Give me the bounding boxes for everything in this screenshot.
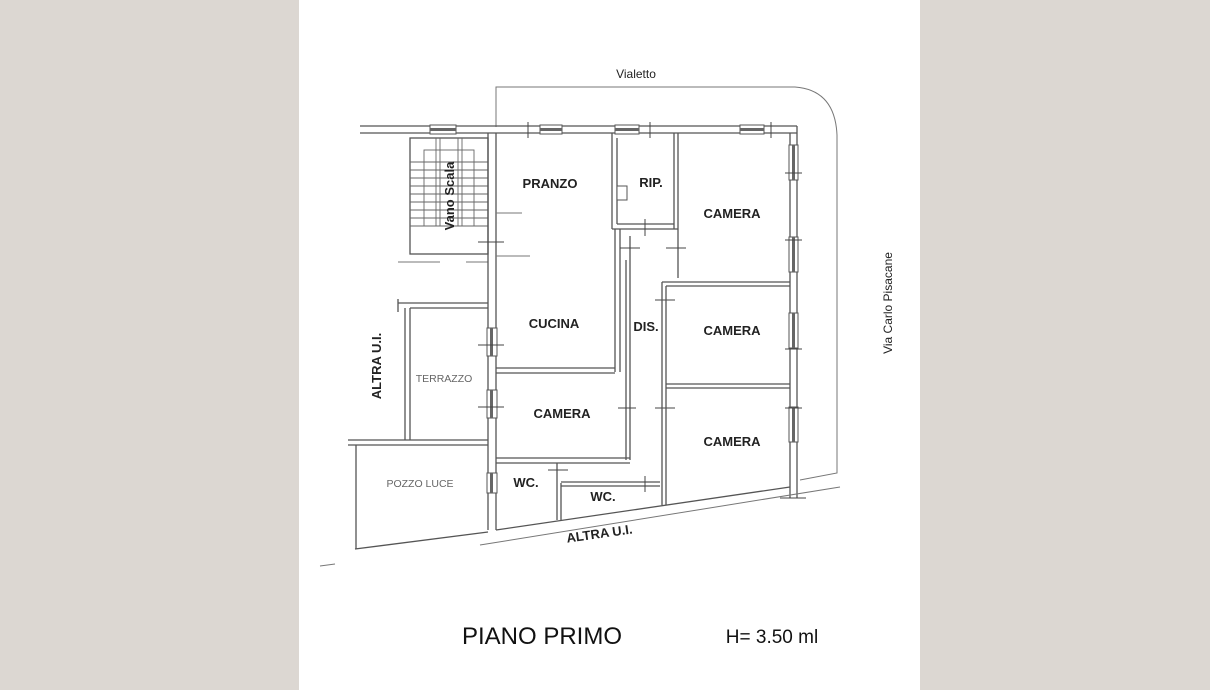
rip-room [611,133,679,278]
vialetto-boundary [495,86,838,481]
room-label-camera-1: CAMERA [703,206,761,221]
room-label-wc-2: WC. [590,489,615,504]
top-wall [360,125,797,134]
bottom-walls [319,486,841,567]
street-label-top: Vialetto [616,67,656,81]
floor-title: PIANO PRIMO [462,623,622,650]
terrazzo-pozzo-walls [348,299,488,549]
room-label-terrazzo: TERRAZZO [416,373,473,385]
wc-walls [548,463,660,520]
right-windows [785,144,802,443]
top-windows [429,122,772,138]
left-interior-wall [478,133,530,530]
room-label-camera-3: CAMERA [533,406,591,421]
room-label-rip: RIP. [639,175,663,190]
camera-left-walls [496,367,630,464]
street-label-right: Via Carlo Pisacane [881,252,895,354]
room-label-pozzo-luce: POZZO LUCE [386,478,453,490]
neighbor-label-bottom: ALTRA U.I. [565,521,633,545]
right-room-walls [661,281,790,505]
room-label-camera-2: CAMERA [703,323,761,338]
room-label-wc-1: WC. [513,475,538,490]
room-label-pranzo: PRANZO [523,176,578,191]
room-label-cucina: CUCINA [529,316,580,331]
room-label-camera-4: CAMERA [703,434,761,449]
corridor-walls [614,229,686,460]
room-label-dis: DIS. [633,319,658,334]
ceiling-height-note: H= 3.50 ml [726,627,818,648]
neighbor-label-left: ALTRA U.I. [369,333,384,399]
room-label-stairwell: Vano Scala [442,161,457,230]
stairwell [398,137,489,263]
drawing-sheet [299,0,920,690]
